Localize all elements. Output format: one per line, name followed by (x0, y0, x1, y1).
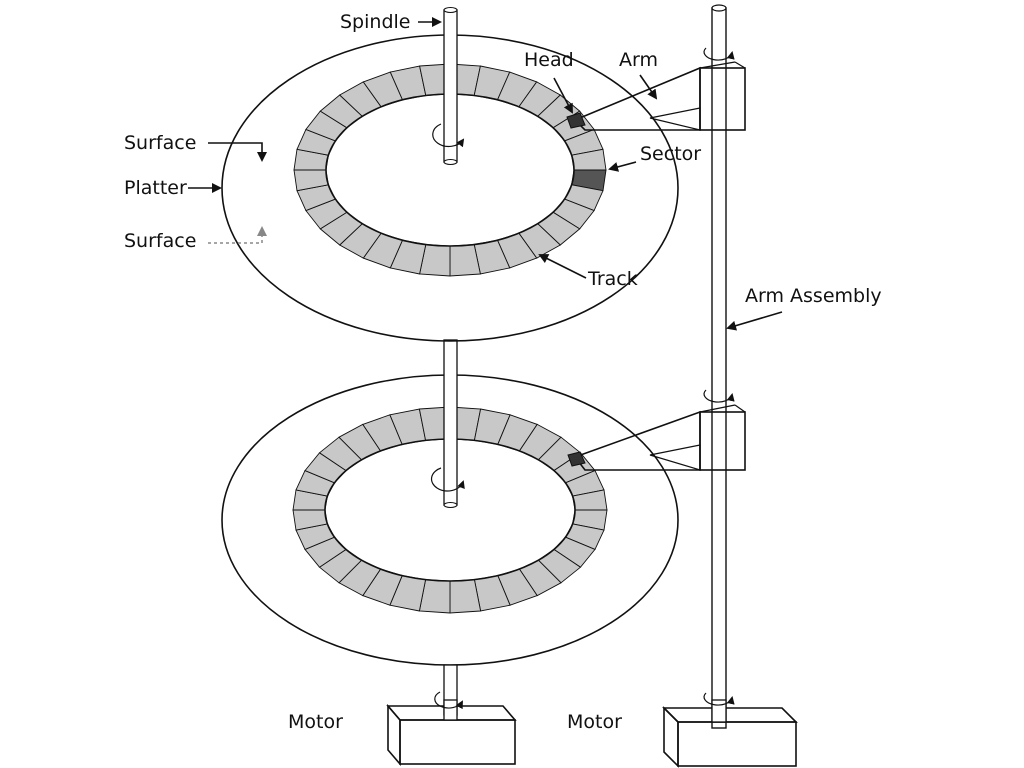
arm-label-arrow (639, 74, 658, 100)
platter-label: Platter (124, 177, 187, 199)
head-label: Head (524, 49, 574, 71)
upper-head (566, 112, 586, 129)
arm-assembly-label-arrow (726, 311, 783, 331)
arm-motor-rotation-icon (703, 692, 735, 706)
sector-label-arrow (608, 161, 637, 172)
upper-track-ring (293, 63, 607, 277)
motor-left-label: Motor (288, 711, 343, 733)
arm-label: Arm (619, 49, 658, 71)
arm-motor (662, 699, 798, 768)
upper-platter (221, 34, 679, 342)
lower-platter (221, 374, 679, 666)
upper-arm-rotation-icon (703, 47, 735, 61)
track-label: Track (587, 268, 638, 290)
spindle-label: Spindle (340, 11, 410, 33)
motor-right-label: Motor (567, 711, 622, 733)
spindle-motor (386, 699, 517, 767)
sector-label: Sector (640, 143, 701, 165)
lower-spindle-rotation-icon (430, 467, 465, 492)
lower-track-ring (292, 406, 608, 614)
surface-bottom-label: Surface (124, 230, 196, 252)
arm-assembly-shaft (711, 4, 727, 729)
lower-arm-rotation-icon (703, 389, 735, 403)
head-label-arrow (553, 77, 573, 114)
lower-head (567, 451, 586, 467)
surface-top-label-arrow (208, 142, 267, 162)
surface-top-label: Surface (124, 132, 196, 154)
track-label-arrow (538, 254, 587, 279)
upper-spindle (443, 6, 458, 166)
upper-arm (566, 61, 746, 131)
lower-arm (567, 404, 746, 471)
lower-spindle (443, 339, 458, 716)
surface-bottom-label-arrow (208, 226, 267, 244)
upper-spindle-rotation-icon (432, 123, 465, 148)
arm-assembly-label: Arm Assembly (745, 285, 882, 307)
spindle-motor-rotation-icon (434, 691, 463, 710)
